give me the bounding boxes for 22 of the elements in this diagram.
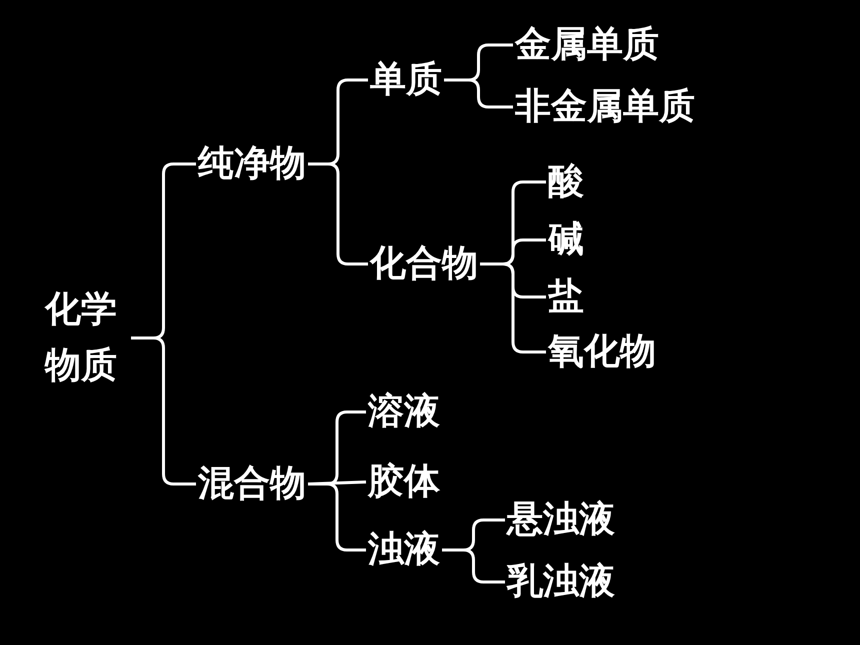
category-label: 纯净物: [198, 142, 306, 186]
category-label: 溶液: [368, 390, 440, 434]
brace-line: [308, 482, 366, 552]
category-label: 混合物: [198, 462, 306, 506]
category-label: 盐: [548, 275, 584, 319]
category-label: 氧化物: [548, 330, 656, 374]
category-label: 碱: [548, 218, 584, 262]
category-label: 酸: [548, 160, 584, 204]
category-label: 乳浊液: [507, 560, 615, 604]
brace-line: [442, 548, 505, 584]
category-label: 悬浊液: [507, 498, 615, 542]
brace-line: [444, 78, 513, 108]
category-label: 浊液: [368, 528, 440, 572]
category-label: 胶体: [368, 460, 440, 504]
category-label: 化学物质: [45, 282, 129, 394]
category-label: 金属单质: [515, 23, 659, 67]
category-label: 单质: [370, 58, 442, 102]
category-label: 非金属单质: [515, 85, 695, 129]
brace-line: [308, 162, 368, 266]
brace-line: [131, 336, 196, 486]
category-label: 化合物: [370, 242, 478, 286]
brace-line: [480, 262, 546, 354]
